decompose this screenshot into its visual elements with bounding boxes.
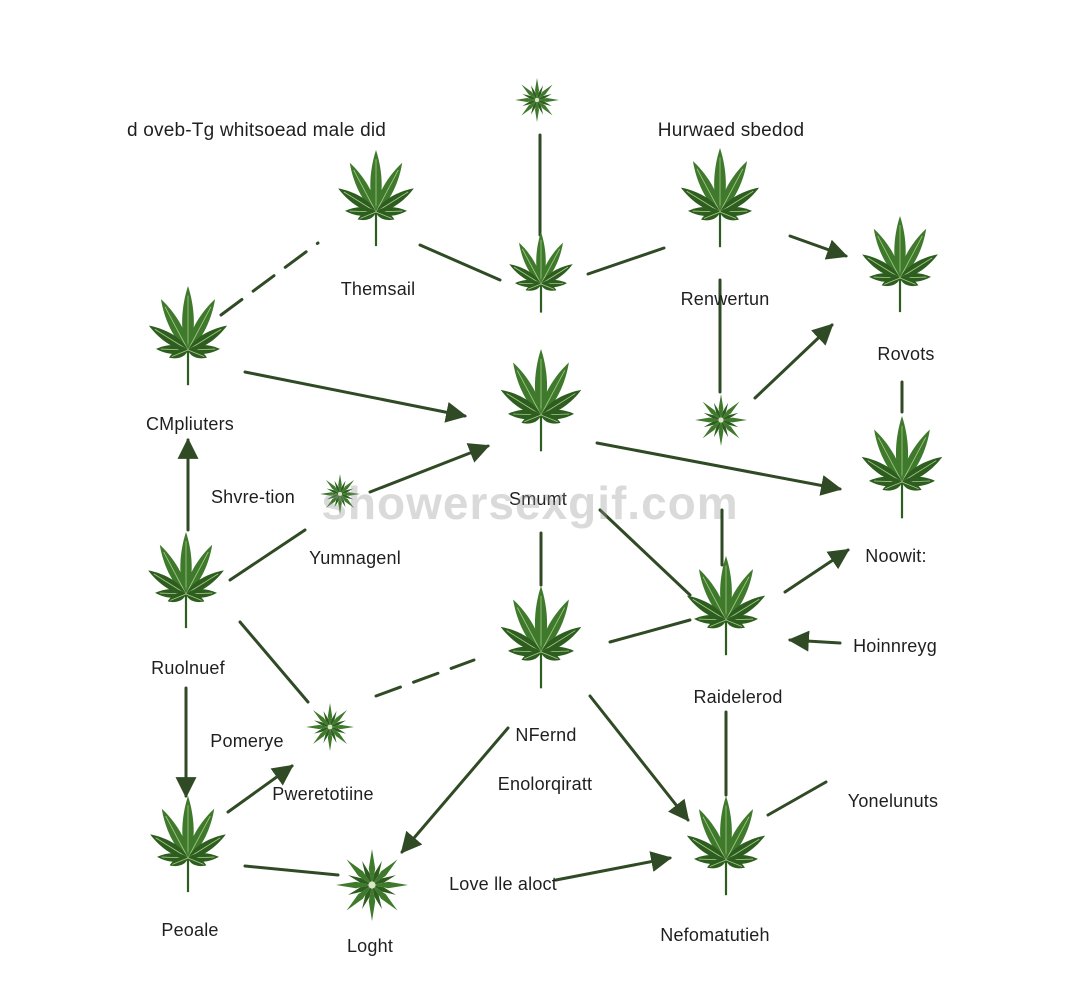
label-rovots: Rovots (877, 344, 935, 364)
connector-edge-15 (598, 508, 692, 597)
leaf-center-lower-icon (500, 586, 582, 689)
sprout-left-lower-icon (306, 703, 354, 751)
connector-edge-13 (228, 528, 307, 582)
connector-edge-17 (783, 548, 850, 594)
sprout-right-icon (695, 394, 747, 446)
connector-edge-18 (787, 630, 842, 652)
connector-edge-2 (418, 243, 502, 282)
label-pomerye: Pomerye (210, 731, 284, 751)
label-peoale: Peoale (161, 920, 219, 940)
leaf-bottom-left-icon (150, 796, 226, 893)
connector-edge-28 (243, 864, 340, 877)
label-shvre-tion: Shvre-tion (210, 487, 296, 507)
label-raidelerod: Raidelerod (693, 687, 783, 707)
label-noowit: Noowit: (865, 546, 927, 566)
label-love-lle-aloct: Love lle aloct (449, 874, 557, 894)
connector-edge-25 (588, 694, 690, 822)
label-ruolnuef: Ruolnuef (151, 658, 225, 678)
title-left: d oveb-Tg whitsoead male did (127, 120, 387, 141)
edges (175, 133, 904, 882)
sprout-top-icon (515, 78, 559, 122)
label-yumnagenl: Yumnagenl (309, 548, 401, 568)
connector-edge-1 (219, 241, 320, 317)
connector-edge-4 (788, 234, 848, 260)
connector-edge-11 (368, 443, 490, 494)
leaf-center-icon (500, 349, 582, 452)
connector-edge-10 (595, 441, 843, 496)
title-right: Hurwaed sbedod (657, 120, 805, 141)
sprout-bottom-icon (336, 849, 408, 921)
leaf-right-upper-icon (862, 216, 938, 313)
connector-edge-20 (374, 658, 476, 698)
label-nfernd: NFernd (515, 725, 577, 745)
leaf-top-right-icon (680, 148, 760, 248)
label-smumt: Smumt (508, 489, 568, 509)
sprout-left-middle-icon (320, 474, 360, 514)
connector-edge-19 (238, 620, 310, 704)
connector-edge-29 (554, 851, 673, 882)
label-themsail: Themsail (340, 279, 416, 299)
connector-edge-8 (753, 323, 834, 400)
connector-edge-3 (586, 246, 666, 276)
leaf-top-center-icon (509, 232, 573, 313)
leaf-right-lower-icon (686, 556, 766, 656)
connector-edge-23 (226, 764, 294, 814)
label-cmpliuters: CMpliuters (145, 414, 235, 434)
leaf-left-upper-icon (148, 286, 228, 386)
connector-edge-6 (243, 370, 468, 423)
label-loght: Loght (346, 936, 394, 956)
label-nefomatutieh: Nefomatutieh (660, 925, 770, 945)
label-pweretotiine: Pweretotiine (272, 784, 374, 804)
connector-edge-21 (608, 618, 692, 644)
connector-edge-24 (400, 726, 510, 854)
connector-edge-27 (766, 780, 828, 817)
label-yonelunuts: Yonelunuts (847, 791, 939, 811)
leaf-top-left-icon (338, 150, 414, 247)
label-hoinnreyg: Hoinnreyg (853, 636, 937, 656)
label-enolorqiratt: Enolorqiratt (497, 774, 593, 794)
nodes (148, 78, 943, 921)
leaf-left-middle-icon (148, 532, 224, 629)
leaf-bottom-right-icon (686, 796, 766, 896)
label-renwertun: Renwertun (680, 289, 770, 309)
leaf-right-middle-icon (861, 416, 943, 519)
